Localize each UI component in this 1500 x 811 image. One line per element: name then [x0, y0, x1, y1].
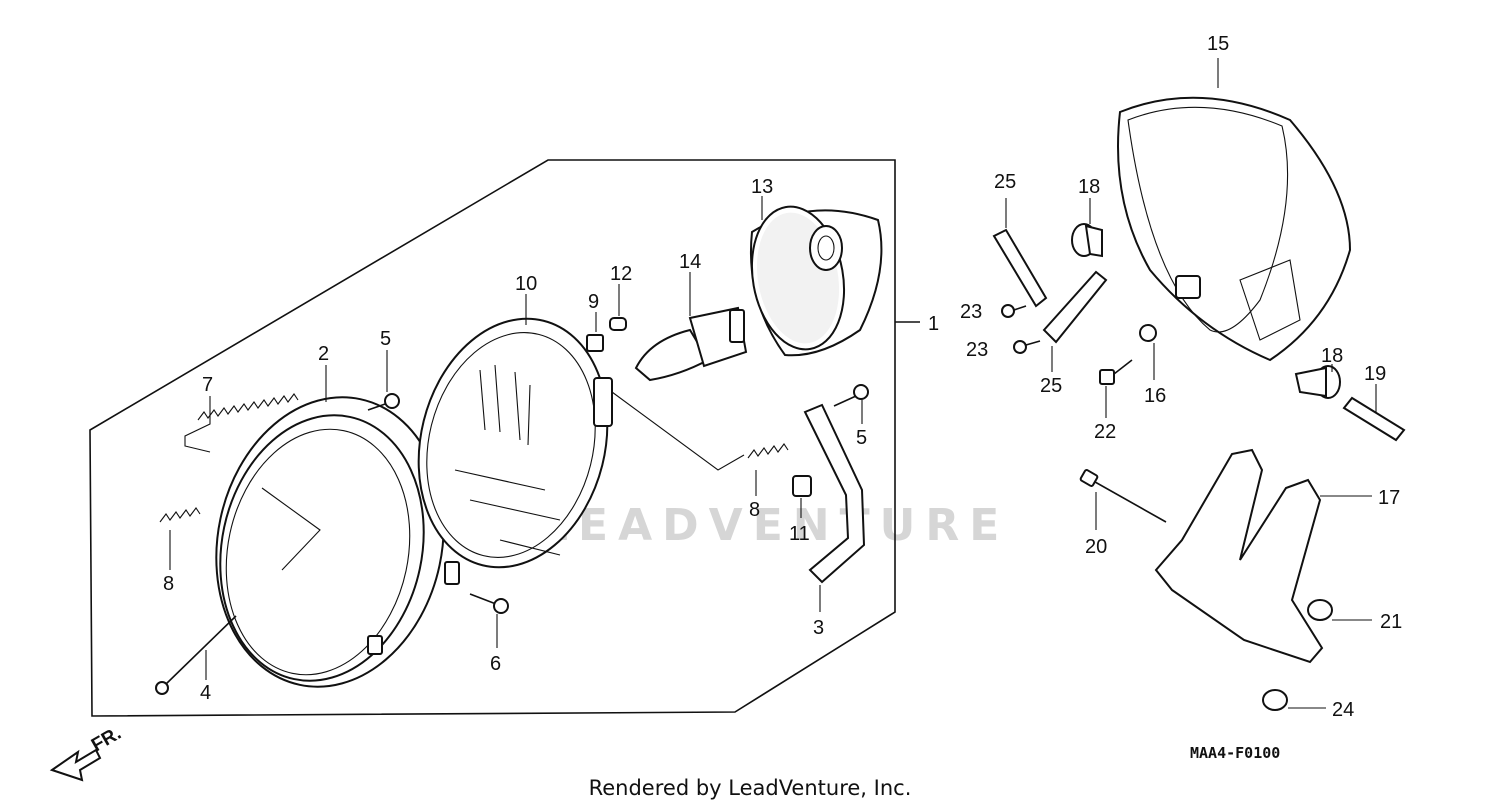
label-19: 19: [1364, 363, 1386, 385]
footer-credit: Rendered by LeadVenture, Inc.: [588, 776, 912, 800]
nut-21: [1307, 599, 1333, 621]
nut-11: [792, 475, 812, 497]
label-16: 16: [1144, 385, 1166, 407]
headlight-unit: [417, 317, 613, 569]
screw-6: [469, 593, 509, 614]
bolt-20: [1079, 469, 1167, 523]
label-25-upper: 25: [994, 171, 1016, 193]
label-23-lower: 23: [966, 339, 988, 361]
screw-23-lower-shank: [1025, 340, 1041, 346]
label-13: 13: [751, 176, 773, 198]
label-4: 4: [200, 682, 211, 704]
label-17: 17: [1378, 487, 1400, 509]
label-1: 1: [928, 313, 939, 335]
stay-17: [1154, 448, 1324, 664]
strap-25-upper: [992, 228, 1048, 308]
screw-23-lower: [1013, 340, 1027, 354]
part-9-clip: [586, 334, 604, 352]
screw-23-upper: [1001, 304, 1015, 318]
label-15: 15: [1207, 33, 1229, 55]
label-5-left: 5: [380, 328, 391, 350]
label-8-left: 8: [163, 573, 174, 595]
long-spring: [197, 393, 299, 421]
long-screw: [155, 615, 237, 695]
grommet-18-lower: [1294, 365, 1341, 399]
bracket-3: [803, 403, 866, 584]
label-5-right: 5: [856, 427, 867, 449]
screw-5-left: [367, 393, 400, 411]
label-25-lower: 25: [1040, 375, 1062, 397]
watermark: LEADVENTURE: [540, 500, 1009, 551]
label-2: 2: [318, 343, 329, 365]
leader-8b: [611, 391, 745, 471]
label-9: 9: [588, 291, 599, 313]
label-20: 20: [1085, 536, 1107, 558]
collar-19: [1342, 396, 1406, 442]
strap-25-lower: [1042, 270, 1108, 344]
bulb-socket-cover: [749, 205, 883, 357]
grommet-18-upper: [1071, 223, 1103, 258]
grommet-16: [1139, 324, 1157, 342]
label-7: 7: [202, 374, 213, 396]
label-23-upper: 23: [960, 301, 982, 323]
label-12: 12: [610, 263, 632, 285]
front-direction-arrow-icon: [49, 748, 102, 782]
headlight-case: [1117, 96, 1352, 362]
leader-7: [184, 396, 211, 453]
screw-5-right: [833, 384, 869, 407]
label-11: 11: [789, 523, 810, 545]
label-18-upper: 18: [1078, 176, 1100, 198]
headlight-rim: [215, 396, 460, 688]
cap-24: [1262, 689, 1288, 711]
short-spring-left: [159, 507, 201, 523]
screw-23-upper-shank: [1013, 305, 1027, 311]
label-22: 22: [1094, 421, 1116, 443]
label-21: 21: [1380, 611, 1402, 633]
label-24: 24: [1332, 699, 1354, 721]
label-18-lower: 18: [1321, 345, 1343, 367]
headlight-bulb: [634, 306, 748, 382]
diagram-code: MAA4-F0100: [1190, 744, 1280, 762]
label-10: 10: [515, 273, 537, 295]
label-8-right: 8: [749, 499, 760, 521]
short-spring-right: [747, 443, 789, 459]
label-14: 14: [679, 251, 701, 273]
label-3: 3: [813, 617, 824, 639]
bolt-22: [1099, 359, 1133, 385]
assembly-boundary: [89, 159, 896, 717]
label-6: 6: [490, 653, 501, 675]
part-12-nut: [609, 317, 627, 331]
